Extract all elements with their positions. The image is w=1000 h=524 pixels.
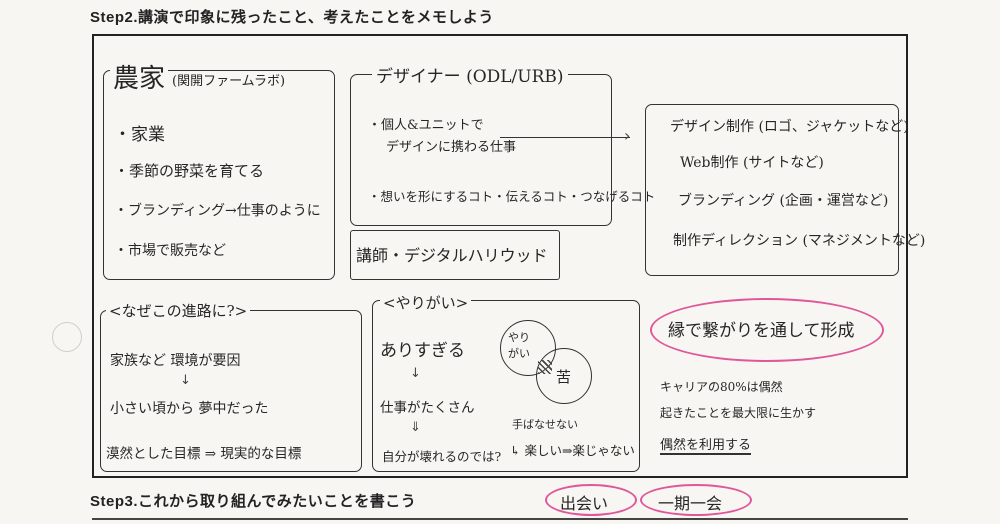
step2-heading: Step2.講演で印象に残ったこと、考えたことをメモしよう — [90, 9, 494, 26]
designer-work-2: Web制作 (サイトなど) — [680, 155, 824, 171]
farmer-item-4: ・市場で販売など — [114, 243, 226, 259]
meet-outline — [545, 484, 637, 516]
yarigai-title: <やりがい> — [380, 292, 472, 313]
career-line-3: 漠然とした目標 ⇒ 現実的な目標 — [106, 446, 302, 462]
career-line-2: 小さい頃から 夢中だった — [110, 401, 269, 417]
designer-arrow-head: › — [624, 126, 631, 145]
designer-works-box — [645, 104, 899, 276]
right-note-2: 起きたことを最大限に生かす — [660, 406, 817, 420]
yarigai-arrow-1: ↓ — [410, 366, 421, 381]
farmer-box — [103, 70, 335, 280]
yarigai-circle-left-label: やり がい — [508, 331, 530, 360]
yarigai-circle-right-label: 苦 — [556, 368, 572, 386]
step3-heading: Step3.これから取り組んでみたいことを書こう — [90, 493, 417, 510]
designer-line-1a: ・個人&ユニットで — [368, 118, 484, 133]
yarigai-arrow-2: ⇓ — [410, 420, 421, 435]
lecturer-text: 講師・デジタルハリウッド — [356, 246, 548, 265]
yarigai-note-2: ↳ 楽しい⇒楽じゃない — [510, 443, 635, 458]
designer-work-3: ブランディング (企画・運営など) — [678, 193, 889, 209]
yarigai-line-3: 自分が壊れるのでは? — [382, 449, 502, 464]
farmer-subtitle: (関開ファームラボ) — [172, 74, 286, 89]
ichigo-text: 一期一会 — [658, 494, 723, 513]
farmer-item-2: ・季節の野菜を育てる — [114, 162, 265, 180]
yarigai-venn-left — [500, 320, 556, 376]
designer-work-4: 制作ディレクション (マネジメントなど) — [673, 233, 926, 249]
right-note-1: キャリアの80%は偶然 — [660, 380, 783, 394]
step3-rule — [92, 518, 908, 520]
farmer-item-3: ・ブランディング→仕事のように — [114, 203, 321, 219]
yarigai-venn-right — [536, 348, 592, 404]
memo-frame — [92, 34, 908, 478]
designer-line-1b: デザインに携わる仕事 — [386, 140, 517, 155]
farmer-item-1: ・家業 — [114, 125, 165, 145]
lecturer-box — [350, 230, 560, 280]
yarigai-note-1: 手ばなせない — [512, 418, 578, 431]
ichigo-outline — [640, 484, 752, 516]
designer-arrow-line — [500, 137, 630, 139]
bubble-outline — [650, 298, 884, 362]
meet-text: 出会い — [560, 494, 609, 513]
yarigai-box — [372, 300, 640, 472]
designer-line-2: ・想いを形にするコト・伝えるコト・つなげるコト — [368, 189, 656, 204]
career-line-1: 家族など 環境が要因 — [110, 353, 241, 369]
career-title: <なぜこの進路に?> — [106, 300, 251, 321]
career-arrow: ↓ — [180, 373, 191, 388]
right-note-3: 偶然を利用する — [660, 434, 752, 455]
yarigai-venn-overlap — [538, 360, 552, 374]
bubble-text: 縁で繋がりを通して形成 — [668, 321, 855, 341]
yarigai-line-2: 仕事がたくさん — [380, 400, 475, 416]
farmer-title: 農家 — [110, 58, 169, 95]
yarigai-line-1: ありすぎる — [380, 341, 465, 361]
designer-title: デザイナー (ODL/URB) — [372, 62, 568, 87]
designer-work-1: デザイン制作 (ロゴ、ジャケットなど) — [670, 119, 909, 135]
punch-hole — [52, 322, 82, 352]
